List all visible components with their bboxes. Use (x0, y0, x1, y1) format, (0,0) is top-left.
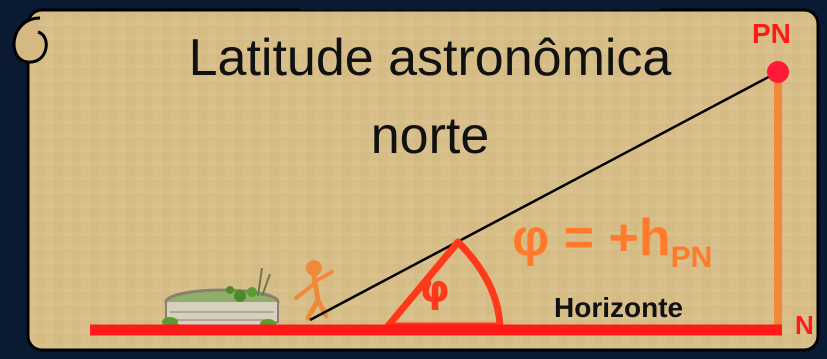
title-line-2: norte (370, 107, 490, 165)
scroll-parchment-icon (12, 0, 820, 352)
formula-subscript: PN (670, 241, 713, 274)
formula-main: φ = +h (512, 209, 671, 267)
north-pole-label: PN (752, 18, 791, 49)
sight-line (309, 70, 779, 322)
latitude-formula: φ = +hPN (512, 212, 712, 273)
north-pole-point (767, 61, 789, 83)
title-line-1: Latitude astronômica (188, 29, 672, 87)
angle-symbol: φ (420, 267, 450, 311)
horizon-label: Horizonte (554, 292, 684, 323)
latitude-angle-sector (384, 238, 504, 330)
north-point-label: N (795, 310, 814, 340)
